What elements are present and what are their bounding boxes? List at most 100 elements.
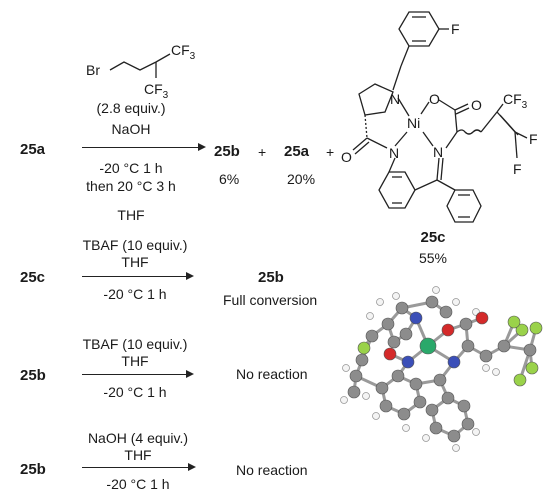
hydrogen-atom bbox=[372, 412, 380, 420]
cf3-bottom-sub: 3 bbox=[163, 90, 169, 100]
carbon-atom bbox=[395, 301, 409, 315]
hydrogen-atom bbox=[432, 286, 440, 294]
row1-condition-2: then 20 °C 3 h bbox=[86, 178, 176, 194]
complex-n-imine-label: N bbox=[433, 144, 443, 160]
row3-arrow bbox=[82, 370, 194, 378]
carbon-atom bbox=[479, 349, 493, 363]
row1-plus-2: + bbox=[326, 144, 335, 160]
hydrogen-atom bbox=[482, 364, 490, 372]
row1-product-25c: 25c bbox=[420, 229, 446, 246]
row1-product-25a-yield: 20% bbox=[287, 171, 316, 187]
cf3-top-label: CF bbox=[171, 42, 190, 58]
carbon-atom bbox=[391, 369, 405, 383]
row1-product-25c-yield: 55% bbox=[418, 250, 448, 266]
svg-text:CF3: CF3 bbox=[144, 81, 169, 100]
row3-reagent: TBAF (10 equiv.) bbox=[82, 336, 188, 352]
row1-arrow bbox=[82, 143, 206, 151]
carbon-atom bbox=[387, 335, 401, 349]
nitrogen-atom bbox=[401, 355, 415, 369]
hydrogen-atom bbox=[452, 444, 460, 452]
row4-reagent: NaOH (4 equiv.) bbox=[87, 430, 189, 446]
complex-f1-label: F bbox=[529, 131, 538, 147]
hydrogen-atom bbox=[392, 292, 400, 300]
fluorine-atom bbox=[513, 373, 527, 387]
complex-n-top-label: N bbox=[390, 91, 400, 107]
row4-condition: -20 °C 1 h bbox=[106, 476, 170, 492]
nickel-complex-structure: F N O O Ni N N N O CF3 F F bbox=[341, 11, 538, 223]
row4-solvent: THF bbox=[124, 447, 152, 463]
fluorine-atom bbox=[529, 321, 543, 335]
cf3-top-sub: 3 bbox=[190, 51, 196, 62]
carbon-atom bbox=[441, 391, 455, 405]
nitrogen-atom bbox=[447, 355, 461, 369]
nickel-atom bbox=[419, 337, 437, 355]
fluorine-atom bbox=[515, 323, 529, 337]
carbon-atom bbox=[459, 317, 473, 331]
hydrogen-atom bbox=[402, 424, 410, 432]
hydrogen-atom bbox=[366, 312, 374, 320]
row2-start-compound: 25c bbox=[20, 269, 46, 286]
cf3-bottom-label: CF bbox=[144, 81, 163, 97]
hydrogen-atom bbox=[472, 428, 480, 436]
carbon-atom bbox=[457, 399, 471, 413]
carbon-atom bbox=[523, 343, 537, 357]
complex-cf3-label: CF bbox=[503, 91, 522, 107]
row1-product-25b-yield: 6% bbox=[219, 171, 240, 187]
row1-reagent-equiv: (2.8 equiv.) bbox=[96, 100, 166, 116]
row1-start-compound: 25a bbox=[20, 141, 46, 158]
carbon-atom bbox=[447, 429, 461, 443]
complex-f2-label: F bbox=[513, 161, 522, 177]
row1-plus-1: + bbox=[258, 144, 267, 160]
carbon-atom bbox=[461, 417, 475, 431]
carbon-atom bbox=[409, 377, 423, 391]
carbon-atom bbox=[429, 421, 443, 435]
carbon-atom bbox=[399, 327, 413, 341]
hydrogen-atom bbox=[492, 368, 500, 376]
hydrogen-atom bbox=[376, 298, 384, 306]
row1-product-25b: 25b bbox=[214, 143, 240, 160]
carbon-atom bbox=[347, 385, 361, 399]
row3-condition: -20 °C 1 h bbox=[103, 384, 167, 400]
carbon-atom bbox=[355, 353, 369, 367]
row4-result: No reaction bbox=[236, 462, 308, 478]
svg-text:CF3: CF3 bbox=[503, 91, 528, 111]
oxygen-atom bbox=[475, 311, 489, 325]
carbon-atom bbox=[379, 399, 393, 413]
carbon-atom bbox=[375, 381, 389, 395]
row4-arrow bbox=[82, 463, 196, 471]
carbon-atom bbox=[439, 305, 453, 319]
hydrogen-atom bbox=[362, 392, 370, 400]
row3-solvent: THF bbox=[121, 353, 149, 369]
row1-product-25a: 25a bbox=[284, 143, 310, 160]
fluorine-atom bbox=[525, 361, 539, 375]
br-label: Br bbox=[86, 62, 100, 78]
oxygen-atom bbox=[441, 323, 455, 337]
complex-o-label: O bbox=[429, 91, 440, 107]
svg-text:CF3: CF3 bbox=[171, 42, 196, 62]
carbon-atom bbox=[425, 295, 439, 309]
hydrogen-atom bbox=[342, 364, 350, 372]
complex-o-amide-label: O bbox=[341, 149, 352, 165]
crystal-structure-model bbox=[340, 286, 543, 452]
carbon-atom bbox=[349, 369, 363, 383]
fluorine-atom bbox=[357, 341, 371, 355]
row2-product-25b: 25b bbox=[258, 269, 284, 286]
row2-arrow bbox=[82, 272, 194, 280]
carbon-atom bbox=[461, 339, 475, 353]
carbon-atom bbox=[365, 329, 379, 343]
row1-base: NaOH bbox=[111, 121, 151, 137]
complex-cf3-sub: 3 bbox=[522, 100, 528, 111]
carbon-atom bbox=[413, 395, 427, 409]
complex-n-amide-label: N bbox=[389, 145, 399, 161]
row2-result: Full conversion bbox=[223, 292, 318, 308]
hydrogen-atom bbox=[422, 434, 430, 442]
hydrogen-atom bbox=[452, 298, 460, 306]
fluorine-atom bbox=[507, 315, 521, 329]
nitrogen-atom bbox=[409, 311, 423, 325]
row3-start-compound: 25b bbox=[20, 367, 46, 384]
row1-condition-1: -20 °C 1 h bbox=[99, 160, 163, 176]
carbon-atom bbox=[381, 317, 395, 331]
oxygen-atom bbox=[383, 347, 397, 361]
carbon-atom bbox=[397, 407, 411, 421]
row1-solvent: THF bbox=[117, 207, 145, 223]
